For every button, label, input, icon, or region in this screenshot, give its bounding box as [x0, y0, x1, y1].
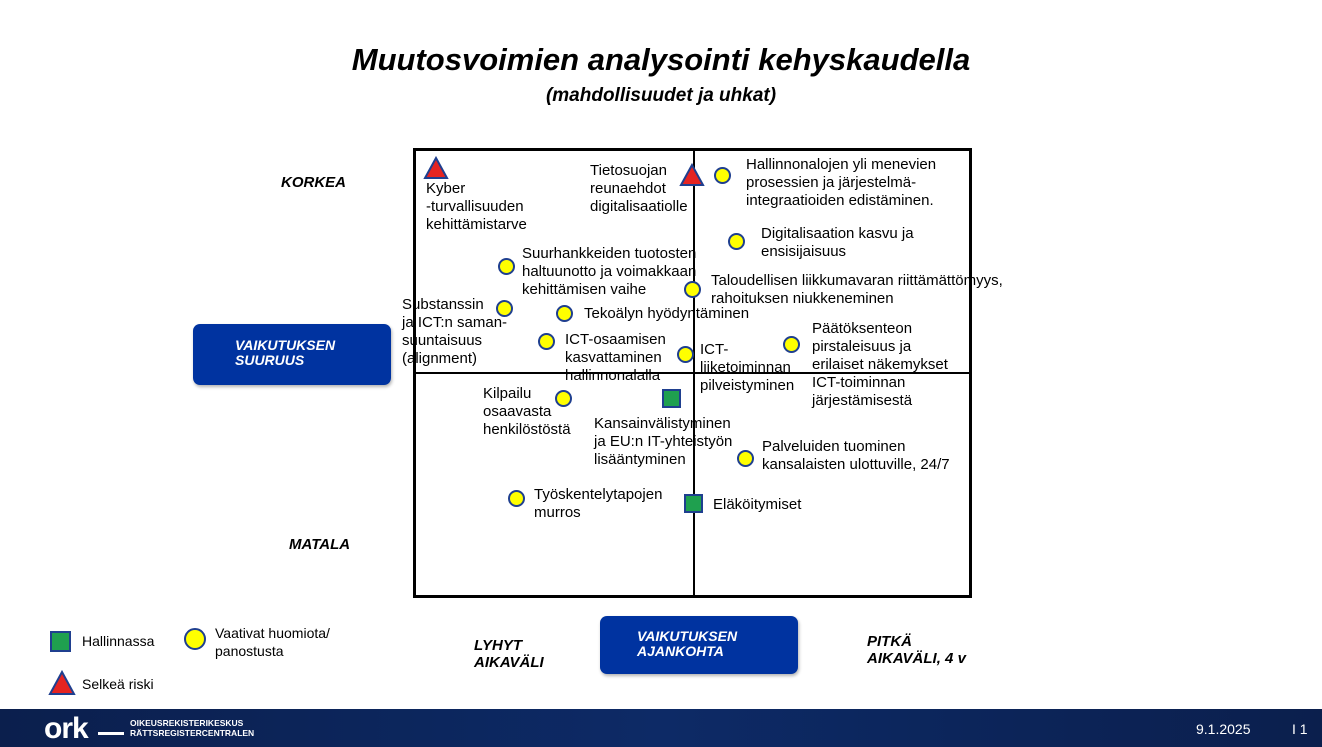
- in-control-square-icon: [684, 494, 703, 513]
- item-ict-osaaminen: ICT-osaamisen kasvattaminen hallinnonala…: [565, 331, 666, 384]
- item-paatoksenteko: Päätöksenteon pirstaleisuus ja erilaiset…: [812, 320, 948, 409]
- item-tekoaly: Tekoälyn hyödyntäminen: [584, 305, 750, 322]
- item-hallinnonalat: Hallinnonalojen yli menevien prosessien …: [746, 156, 937, 209]
- in-control-square-icon: [662, 389, 681, 408]
- short-term-label: LYHYT AIKAVÄLI: [474, 637, 544, 671]
- footer-page-number: I 1: [1292, 721, 1308, 737]
- item-tyoskentely: Työskentelytapojen murros: [534, 486, 663, 521]
- footer-bar: [0, 709, 1322, 747]
- legend-dot-icon: [184, 628, 206, 650]
- attention-dot-icon: [728, 233, 745, 250]
- attention-dot-icon: [677, 346, 694, 363]
- attention-dot-icon: [783, 336, 800, 353]
- long-term-line1: PITKÄ: [867, 633, 912, 650]
- org-name-sv: RÄTTSREGISTERCENTRALEN: [130, 728, 255, 738]
- short-term-line1: LYHYT: [474, 637, 523, 654]
- short-term-line2: AIKAVÄLI: [474, 654, 544, 671]
- impact-timing-box: VAIKUTUKSEN AJANKOHTA: [600, 616, 798, 674]
- org-name: OIKEUSREKISTERIKESKUS RÄTTSREGISTERCENTR…: [130, 718, 254, 738]
- item-substanssi: Substanssin ja ICT:n saman- suuntaisuus …: [402, 296, 508, 367]
- long-term-label: PITKÄ AIKAVÄLI, 4 v: [867, 633, 966, 667]
- attention-dot-icon: [737, 450, 754, 467]
- item-elakoityminen: Eläköitymiset: [713, 496, 802, 513]
- page-subtitle: (mahdollisuudet ja uhkat): [545, 85, 777, 106]
- item-tietosuoja: Tietosuojan reunaehdot digitalisaatiolle: [590, 162, 688, 215]
- risk-triangle-icon: [679, 163, 705, 186]
- legend-triangle-icon: [48, 670, 76, 695]
- impact-size-box: VAIKUTUKSEN SUURUUS: [193, 324, 391, 385]
- risk-triangle-icon: [423, 156, 449, 179]
- legend-square-icon: [50, 631, 71, 652]
- legend-needs-attention: Vaativat huomiota/ panostusta: [215, 625, 330, 659]
- attention-dot-icon: [496, 300, 513, 317]
- attention-dot-icon: [555, 390, 572, 407]
- attention-dot-icon: [508, 490, 525, 507]
- legend-in-control: Hallinnassa: [82, 633, 155, 649]
- impact-size-line1: VAIKUTUKSEN: [235, 337, 336, 353]
- attention-dot-icon: [684, 281, 701, 298]
- item-kansainvalistyminen: Kansainvälistyminen ja EU:n IT-yhteistyö…: [594, 415, 733, 468]
- logo-underline: [98, 732, 124, 735]
- impact-timing-line2: AJANKOHTA: [637, 643, 724, 659]
- attention-dot-icon: [714, 167, 731, 184]
- axis-low-label: MATALA: [289, 536, 351, 553]
- attention-dot-icon: [556, 305, 573, 322]
- org-logo: ork: [44, 712, 89, 745]
- legend-clear-risk: Selkeä riski: [82, 676, 154, 692]
- footer-date: 9.1.2025: [1196, 721, 1251, 737]
- item-kilpailu: Kilpailu osaavasta henkilöstöstä: [483, 385, 571, 438]
- item-kyber: Kyber -turvallisuuden kehittämistarve: [426, 180, 527, 233]
- long-term-line2: AIKAVÄLI, 4 v: [867, 650, 966, 667]
- impact-size-line2: SUURUUS: [235, 352, 305, 368]
- matrix-horizontal-divider: [415, 372, 971, 374]
- page-title: Muutosvoimien analysointi kehyskaudella: [351, 42, 971, 77]
- item-digitalisaatio: Digitalisaation kasvu ja ensisijaisuus: [761, 225, 914, 260]
- org-name-fi: OIKEUSREKISTERIKESKUS: [130, 718, 244, 728]
- item-ict-liiketoiminta: ICT- liiketoiminnan pilveistyminen: [700, 341, 795, 394]
- axis-high-label: KORKEA: [281, 174, 347, 191]
- impact-timing-line1: VAIKUTUKSEN: [637, 628, 738, 644]
- item-suurhankkeet: Suurhankkeiden tuotosten haltuunotto ja …: [522, 245, 697, 298]
- item-taloudellinen: Taloudellisen liikkumavaran riittämättöm…: [711, 272, 1003, 307]
- item-palvelut: Palveluiden tuominen kansalaisten ulottu…: [762, 438, 950, 473]
- attention-dot-icon: [538, 333, 555, 350]
- attention-dot-icon: [498, 258, 515, 275]
